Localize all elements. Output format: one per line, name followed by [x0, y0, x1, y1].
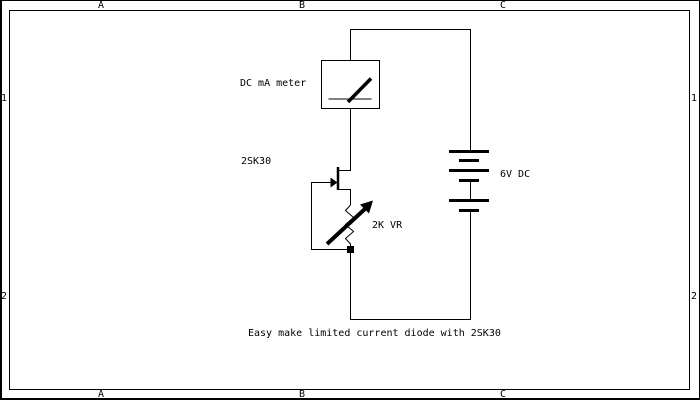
- meter-label: DC mA meter: [240, 78, 307, 89]
- grid-label-left-2: 2: [0, 291, 8, 302]
- vr-arrow-shaft: [325, 206, 368, 246]
- vr-label: 2K VR: [372, 220, 403, 231]
- variable-resistor-symbol: [325, 200, 373, 246]
- meter-symbol: [321, 60, 380, 109]
- wire-gate-feedback-loop: [311, 182, 347, 250]
- resistor-zigzag: [344, 204, 355, 246]
- meter-needle: [346, 77, 373, 104]
- drawing-inner-border: [9, 10, 690, 390]
- battery-symbol: [449, 150, 489, 212]
- junction-dot: [347, 246, 354, 253]
- grid-label-left-1: 1: [0, 93, 8, 104]
- wire-bottom-loop: [350, 212, 471, 320]
- grid-label-right-2: 2: [690, 291, 698, 302]
- grid-label-top-c: C: [499, 0, 507, 11]
- wire-top-loop: [350, 29, 471, 150]
- transistor-label: 2SK30: [241, 156, 272, 167]
- caption: Easy make limited current diode with 2SK…: [248, 328, 501, 339]
- grid-label-top-a: A: [97, 0, 105, 11]
- jfet-symbol: [330, 167, 340, 190]
- vr-arrowhead: [360, 200, 373, 214]
- jfet-gate-arrowhead: [330, 177, 338, 188]
- grid-label-bottom-a: A: [97, 389, 105, 400]
- grid-label-bottom-c: C: [499, 389, 507, 400]
- battery-label: 6V DC: [500, 169, 531, 180]
- grid-label-right-1: 1: [690, 93, 698, 104]
- wire-meter-to-drain: [339, 108, 351, 171]
- grid-label-top-b: B: [298, 0, 306, 11]
- grid-label-bottom-b: B: [298, 389, 306, 400]
- wire-source-to-resistor: [338, 189, 351, 205]
